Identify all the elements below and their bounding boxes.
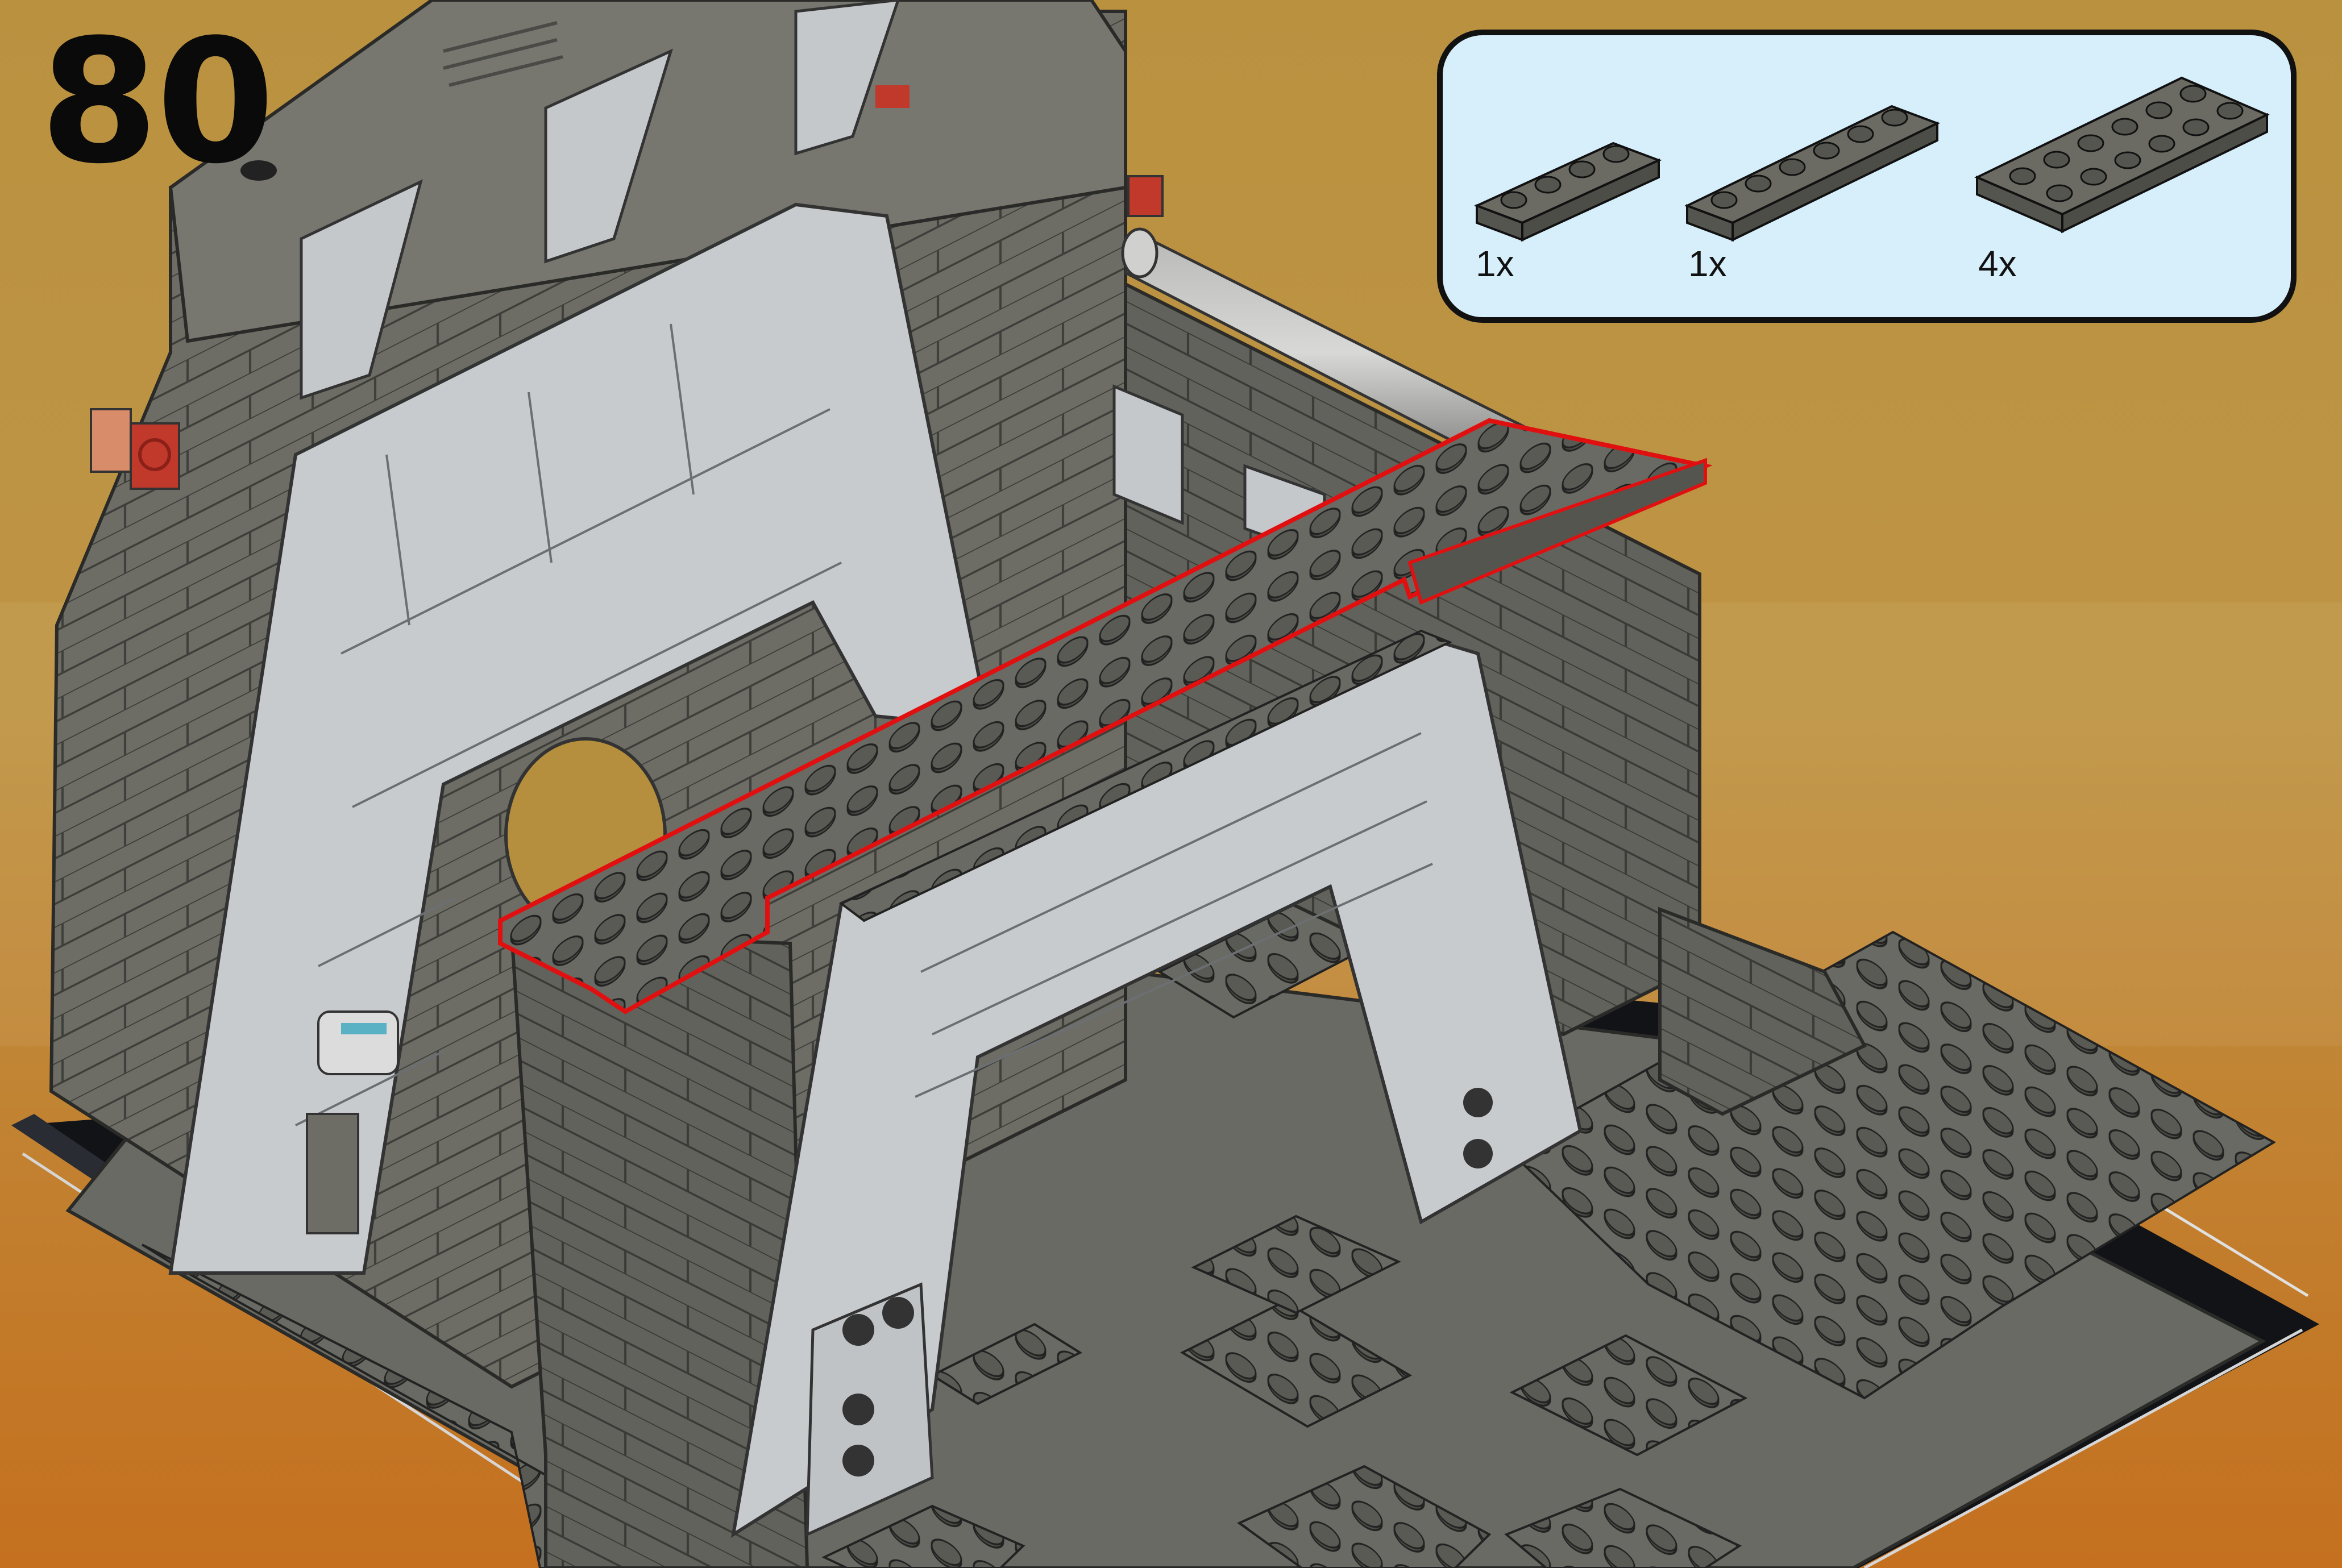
step-number: 80 bbox=[40, 17, 272, 188]
part-quantity-3: 4x bbox=[1978, 243, 2017, 285]
part-quantity-2: 1x bbox=[1688, 243, 1727, 285]
plate-1x4-icon bbox=[1477, 143, 1659, 240]
parts-callout: 1x 1x 4x bbox=[1437, 30, 2297, 323]
plate-1x6-icon bbox=[1687, 106, 1937, 240]
part-quantity-1: 1x bbox=[1476, 243, 1514, 285]
plate-2x6-icon bbox=[1977, 78, 2267, 231]
